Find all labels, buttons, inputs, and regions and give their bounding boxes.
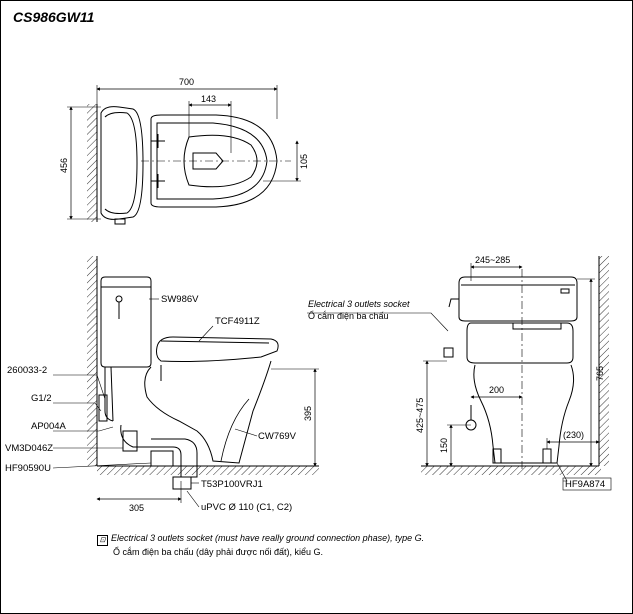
dim-230: (230): [563, 430, 584, 440]
footnote-line-1: ⊡Electrical 3 outlets socket (must have …: [97, 532, 424, 546]
top-bowl-opening: [183, 134, 258, 188]
side-g12-valve: [98, 394, 108, 422]
leader-socket: [307, 312, 449, 332]
label-sw986v: SW986V: [161, 294, 199, 305]
leader-tcf: [198, 325, 214, 342]
dim-305: 305: [129, 503, 144, 513]
leader-upvc: [186, 490, 200, 508]
front-seat-unit: [466, 322, 574, 364]
side-flush-lever: [115, 295, 123, 303]
side-vm3d: [122, 430, 138, 452]
footnote-text-2: Ổ cắm điện ba chấu (dây phải được nối đấ…: [113, 547, 324, 557]
top-fitting: [114, 218, 126, 225]
side-drain-pipe: [120, 424, 198, 478]
leader-ap004a: [53, 426, 114, 432]
dim-765: 765: [595, 366, 605, 381]
side-hf90590u: [150, 450, 174, 467]
side-seat-lid: [160, 340, 270, 344]
front-tank-logo: [560, 288, 570, 294]
model-title: CS986GW11: [13, 9, 95, 25]
label-hf9a874: HF9A874: [565, 479, 605, 490]
dim-105: 105: [299, 154, 309, 169]
side-tank: [100, 276, 152, 368]
dim-395: 395: [303, 406, 313, 421]
leader-g12: [53, 402, 102, 412]
leader-260033: [53, 374, 106, 400]
label-hf9a874-box: [562, 477, 612, 491]
dim-700: 700: [179, 77, 194, 87]
front-foot-right: [542, 448, 552, 464]
top-bowl-drain: [192, 152, 224, 170]
front-floor-hatch: [421, 466, 601, 475]
socket-callout: Electrical 3 outlets socket Ổ cắm điện b…: [308, 298, 410, 322]
label-vm3d046z: VM3D046Z: [5, 443, 53, 454]
label-g12: G1/2: [31, 393, 52, 404]
front-flush-lever: [448, 298, 459, 308]
side-bowl-back: [110, 366, 114, 422]
side-bowl-trap: [220, 398, 250, 462]
leader-bowl: [234, 428, 258, 437]
socket-symbol-icon: ⊡: [97, 535, 108, 546]
top-tank: [100, 106, 144, 220]
dim-425-475: 425~475: [415, 398, 425, 433]
front-seat-panel: [512, 322, 562, 330]
socket-label-en: Electrical 3 outlets socket: [308, 299, 410, 309]
label-260033: 260033-2: [7, 365, 47, 376]
label-cw769v: CW769V: [258, 431, 297, 442]
side-bowl: [144, 360, 272, 464]
dim-143: 143: [201, 94, 216, 104]
dim-150: 150: [439, 438, 449, 453]
label-tcf4911z: TCF4911Z: [215, 316, 260, 327]
front-tank: [458, 276, 578, 322]
top-wall-hatch: [87, 104, 97, 222]
top-tank-inner: [104, 112, 138, 214]
dim-245-285: 245~285: [475, 255, 510, 265]
front-wall-hatch: [599, 256, 609, 466]
label-t53p100vrj1: T53P100VRJ1: [201, 479, 263, 490]
side-t53: [172, 476, 192, 490]
side-seat: [156, 336, 279, 362]
footnote: ⊡Electrical 3 outlets socket (must have …: [97, 532, 424, 559]
leader-hf9a874: [556, 462, 568, 482]
leader-hf90590u: [52, 462, 152, 469]
side-wall-hatch: [87, 256, 97, 466]
label-ap004a: AP004A: [31, 421, 67, 432]
top-seat-inner: [156, 122, 268, 200]
footnote-text-1: Electrical 3 outlets socket (must have r…: [111, 533, 425, 543]
dim-200: 200: [489, 385, 504, 395]
side-floor-hatch: [97, 466, 319, 475]
label-upvc: uPVC Ø 110 (C1, C2): [201, 502, 292, 513]
side-view: [52, 256, 319, 508]
front-foot-left: [492, 448, 502, 464]
front-view: [307, 256, 609, 482]
front-socket-box: [443, 347, 454, 358]
front-bowl: [473, 364, 575, 464]
socket-label-vi: Ổ cắm điện ba chấu: [308, 311, 389, 321]
dim-456: 456: [59, 158, 69, 173]
label-hf90590u: HF90590U: [5, 463, 51, 474]
top-view: [67, 85, 301, 225]
